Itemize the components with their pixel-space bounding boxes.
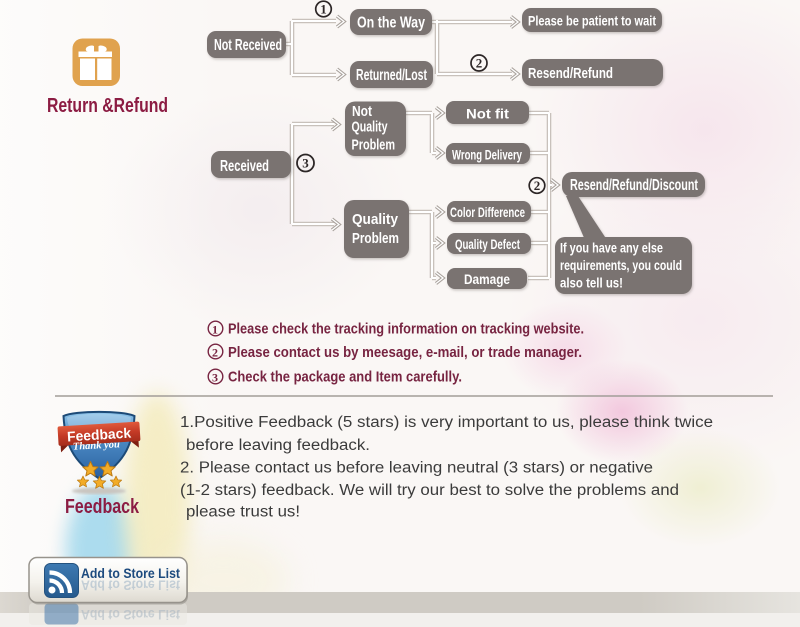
svg-text:1: 1	[212, 323, 218, 337]
svg-text:Not: Not	[352, 103, 372, 120]
svg-text:Return &Refund: Return &Refund	[47, 95, 168, 117]
svg-text:Resend/Refund: Resend/Refund	[528, 65, 613, 82]
svg-text:Damage: Damage	[464, 271, 510, 287]
svg-text:Color Difference: Color Difference	[450, 204, 525, 220]
svg-text:Please be patient to wait: Please be patient to wait	[528, 13, 656, 29]
svg-text:Problem: Problem	[352, 137, 396, 154]
svg-text:3: 3	[302, 156, 309, 171]
svg-text:Quality: Quality	[352, 119, 388, 136]
svg-text:Add to Store List: Add to Store List	[81, 578, 180, 594]
svg-text:before leaving feedback.: before leaving feedback.	[186, 437, 370, 454]
svg-text:(1-2 stars) feedback. We will: (1-2 stars) feedback. We will try our be…	[180, 482, 679, 499]
svg-text:also tell us!: also tell us!	[560, 275, 623, 291]
svg-text:Please contact us by meesage,: Please contact us by meesage, e-mail, or…	[228, 344, 582, 361]
svg-text:On the Way: On the Way	[357, 15, 425, 32]
svg-text:requirements, you could: requirements, you could	[560, 257, 682, 273]
svg-text:Not Received: Not Received	[214, 37, 282, 54]
svg-text:Check the package and Item car: Check the package and Item carefully.	[228, 369, 462, 386]
svg-text:If you have any else: If you have any else	[560, 240, 663, 256]
svg-text:Thank you: Thank you	[73, 439, 121, 452]
svg-text:Feedback: Feedback	[65, 496, 140, 518]
svg-text:2. Please contact us before le: 2. Please contact us before leaving neut…	[180, 460, 653, 477]
svg-text:Not fit: Not fit	[466, 106, 509, 122]
svg-text:2: 2	[212, 346, 218, 360]
svg-text:Please check the tracking info: Please check the tracking information on…	[228, 321, 584, 338]
svg-text:2: 2	[476, 56, 483, 71]
svg-text:Quality: Quality	[352, 211, 399, 228]
svg-text:Problem: Problem	[352, 230, 399, 247]
svg-text:2: 2	[534, 178, 541, 193]
svg-text:1: 1	[320, 2, 327, 17]
svg-text:Received: Received	[220, 158, 269, 175]
svg-text:Resend/Refund/Discount: Resend/Refund/Discount	[570, 177, 698, 194]
svg-text:Add to Store List: Add to Store List	[81, 565, 180, 581]
svg-text:please trust us!: please trust us!	[186, 504, 300, 521]
svg-text:Add to Store List: Add to Store List	[81, 607, 180, 623]
svg-text:Quality Defect: Quality Defect	[455, 236, 520, 252]
svg-text:Returned/Lost: Returned/Lost	[356, 67, 427, 84]
svg-text:Feedback: Feedback	[67, 425, 132, 445]
svg-text:Wrong Delivery: Wrong Delivery	[452, 147, 522, 163]
svg-text:3: 3	[212, 371, 218, 385]
svg-text:1.Positive Feedback (5 stars): 1.Positive Feedback (5 stars) is very im…	[180, 414, 713, 431]
